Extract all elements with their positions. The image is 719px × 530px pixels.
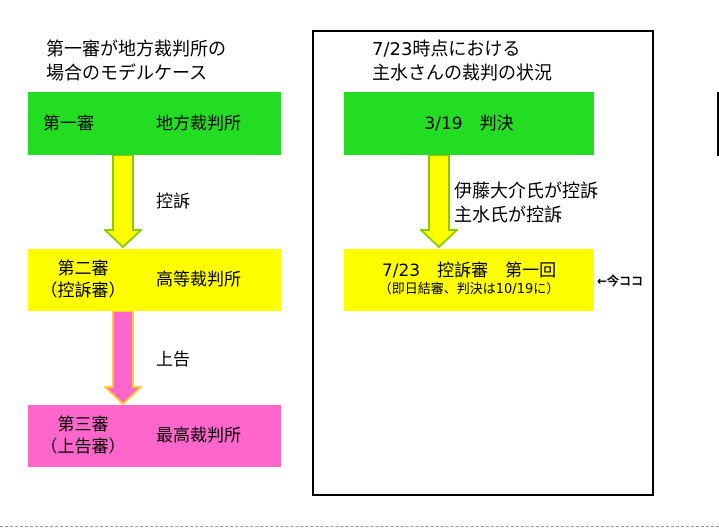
appeal-arrow-yellow [104,155,142,248]
appeal-note-line2: 主水氏が控訴 [454,205,562,226]
level1-court: 地方裁判所 [156,114,241,134]
verdict-box: 3/19 判決 [344,92,594,155]
level1-first-instance-box: 第一審 地方裁判所 [28,92,281,155]
left-heading-line2: 場合のモデルケース [46,63,208,84]
status-frame [312,30,654,496]
level3-name-line2: （上告審） [40,437,126,457]
current-hearing-line1: 7/23 控訴審 第一回 [381,261,557,281]
level2-second-instance-box: 第二審 （控訴審） 高等裁判所 [28,249,281,311]
edge-line [717,92,719,156]
arrow2-label: 上告 [156,350,190,370]
arrow1-label: 控訴 [156,192,190,212]
right-heading-line1: 7/23時点における [372,39,521,60]
level3-court: 最高裁判所 [156,426,241,446]
left-heading-line1: 第一審が地方裁判所の [46,39,226,60]
current-hearing-line2: （即日結審、判決は10/19に） [378,282,560,297]
level1-name: 第一審 [43,114,94,134]
verdict-label: 3/19 判決 [424,113,514,134]
right-heading-line2: 主水さんの裁判の状況 [372,63,552,84]
level3-name-line1: 第三審 [57,415,109,435]
appeal-note-line1: 伊藤大介氏が控訴 [454,181,598,202]
appeal-arrow-yellow-right [420,155,458,248]
current-position-marker: ←今ココ [597,274,644,288]
final-appeal-arrow-pink [104,311,142,405]
current-hearing-box: 7/23 控訴審 第一回 （即日結審、判決は10/19に） [344,249,594,311]
level2-name-line1: 第二審 [57,259,109,279]
level2-court: 高等裁判所 [156,270,241,290]
level2-name-line2: （控訴審） [40,281,126,301]
level3-third-instance-box: 第三審 （上告審） 最高裁判所 [28,405,281,467]
bottom-dashed-divider [0,526,719,527]
